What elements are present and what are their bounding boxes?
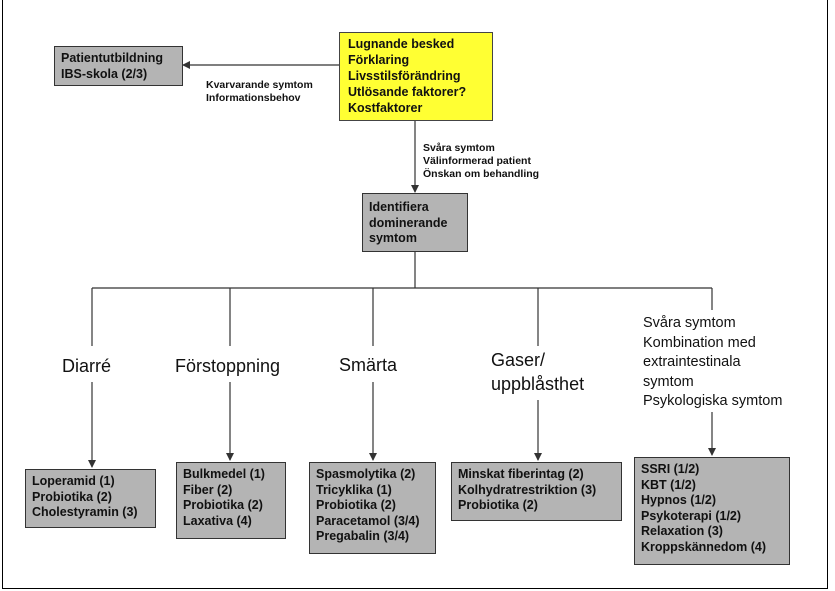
treatment-item: KBT (1/2) [641,477,696,492]
treatment-box-diarre: Loperamid (1) Probiotika (2) Cholestyram… [25,469,156,528]
treatment-item: Probiotika (2) [458,498,538,512]
patient-education-line: Patientutbildning [61,51,164,65]
treatment-item: SSRI (1/2) [641,462,700,476]
category-label: Svåra symtom [643,315,736,331]
treatment-item: Spasmolytika (2) [316,467,416,481]
treatment-box-gaser: Minskat fiberintag (2) Kolhydratrestrikt… [451,462,622,521]
edge-label-line: Önskan om behandling [423,168,540,180]
treatment-item: Kolhydratrestriktion (3) [458,482,597,497]
category-label: Smärta [339,355,398,375]
reassurance-line: Utlösande faktorer? [348,85,467,99]
category-label: uppblåsthet [491,374,585,394]
category-diarre: Diarré [62,355,111,377]
patient-education-line: IBS-skola (2/3) [61,66,148,81]
reassurance-box: Lugnande besked Förklaring Livsstilsförä… [339,32,493,121]
identify-line: dominerande [369,215,448,230]
treatment-item: Minskat fiberintag (2) [458,467,584,481]
category-label: Kombination med [643,334,756,351]
category-label: Gaser/ [491,350,546,370]
category-label: Förstoppning [175,356,281,376]
treatment-box-forstoppning: Bulkmedel (1) Fiber (2) Probiotika (2) L… [176,462,286,539]
treatment-item: Probiotika (2) [183,498,263,512]
edge-label-line: Svåra symtom [423,142,495,154]
category-label: extraintestinala [643,354,741,370]
treatment-item: Kroppskännedom (4) [641,539,767,554]
reassurance-line: Livsstilsförändring [348,69,461,83]
reassurance-line: Kostfaktorer [348,101,423,115]
reassurance-line: Lugnande besked [348,37,455,51]
reassurance-line: Förklaring [348,53,410,67]
treatment-item: Fiber (2) [183,482,233,497]
treatment-item: Probiotika (2) [32,489,112,504]
edge-label-line: Informationsbehov [206,92,301,104]
edge-label-line: Kvarvarande symtom [206,79,313,91]
severe-symptoms-label: Svåra symtom Välinformerad patient Önska… [423,142,539,181]
treatment-item: Loperamid (1) [32,474,115,488]
treatment-item: Cholestyramin (3) [32,505,138,519]
treatment-box-svara-symtom: SSRI (1/2) KBT (1/2) Hypnos (1/2) Psykot… [634,457,790,565]
identify-line: symtom [369,231,417,245]
treatment-item: Relaxation (3) [641,524,723,538]
category-smarta: Smärta [339,354,397,376]
treatment-item: Tricyklika (1) [316,482,392,497]
patient-education-box: Patientutbildning IBS-skola (2/3) [54,46,183,86]
treatment-item: Laxativa (4) [183,513,252,528]
edge-label-line: Välinformerad patient [423,155,531,167]
treatment-item: Bulkmedel (1) [183,467,265,481]
treatment-item: Psykoterapi (1/2) [641,508,742,523]
treatment-item: Hypnos (1/2) [641,493,717,507]
remaining-symptoms-label: Kvarvarande symtom Informationsbehov [206,79,313,105]
category-forstoppning: Förstoppning [175,355,280,377]
treatment-item: Probiotika (2) [316,498,396,512]
category-label: Psykologiska symtom [643,393,783,409]
treatment-box-smarta: Spasmolytika (2) Tricyklika (1) Probioti… [309,462,436,554]
category-gaser: Gaser/ uppblåsthet [491,348,584,396]
category-label: Diarré [62,356,112,376]
category-label: symtom [643,373,694,390]
category-svara-symtom: Svåra symtom Kombination med extraintest… [643,314,782,412]
treatment-item: Paracetamol (3/4) [316,513,420,528]
identify-line: Identifiera [369,200,429,214]
identify-dominant-symptoms-box: Identifiera dominerande symtom [362,193,468,252]
treatment-item: Pregabalin (3/4) [316,529,410,543]
